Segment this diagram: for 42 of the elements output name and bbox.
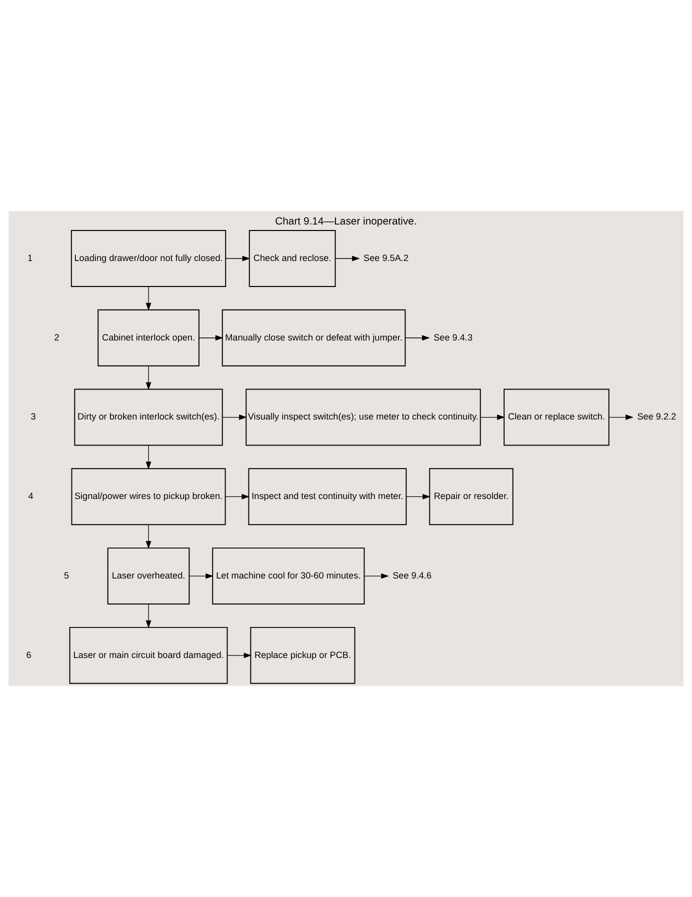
label: 5 [64, 570, 70, 580]
arrow [335, 256, 360, 262]
arrow [146, 286, 152, 311]
arrow [146, 524, 152, 549]
arrow [405, 335, 430, 341]
node-text: See 9.4.3 [434, 332, 473, 342]
label: 6 [26, 650, 32, 660]
arrow [225, 494, 250, 500]
label: 3 [30, 412, 36, 422]
arrow [146, 445, 152, 470]
node-box: Visually inspect switch(es); use meter to check continuity. [246, 388, 481, 446]
arrow [146, 366, 152, 390]
arrow [480, 414, 505, 420]
node-box: Laser or main circuit board damaged. [69, 626, 228, 684]
node-box: Let machine cool for 30-60 minutes. [212, 548, 365, 604]
node-box: Dirty or broken interlock switch(es). [74, 388, 223, 446]
arrow [146, 604, 152, 628]
node-box: Replace pickup or PCB. [250, 626, 356, 684]
node-box: Clean or replace switch. [504, 388, 610, 446]
node-box: Inspect and test continuity with meter. [248, 468, 407, 526]
node-text: See 9.5A.2 [364, 252, 409, 263]
arrow [406, 494, 430, 500]
node-box: Signal/power wires to pickup broken. [71, 468, 226, 526]
arrow [188, 573, 214, 579]
node-box: Laser overheated. [107, 548, 190, 604]
arrow [198, 335, 224, 341]
arrow [364, 573, 389, 579]
node-box: Cabinet interlock open. [98, 309, 200, 366]
arrow [225, 256, 250, 262]
node-box: Repair or resolder. [429, 468, 514, 526]
label: 4 [28, 491, 34, 502]
arrow [608, 414, 634, 420]
node-text: See 9.4.6 [392, 570, 432, 580]
label: 2 [54, 332, 60, 342]
diagram-title: Chart 9.14—Laser inoperative. [275, 216, 417, 228]
arrow [222, 414, 247, 420]
label: 1 [28, 252, 33, 263]
node-text: See 9.2.2 [637, 412, 676, 422]
node-box: Check and reclose. [248, 230, 336, 287]
node-box: Manually close switch or defeat with jumper. [222, 309, 406, 366]
arrow [227, 652, 252, 658]
node-box: Loading drawer/door not fully closed. [70, 230, 226, 287]
